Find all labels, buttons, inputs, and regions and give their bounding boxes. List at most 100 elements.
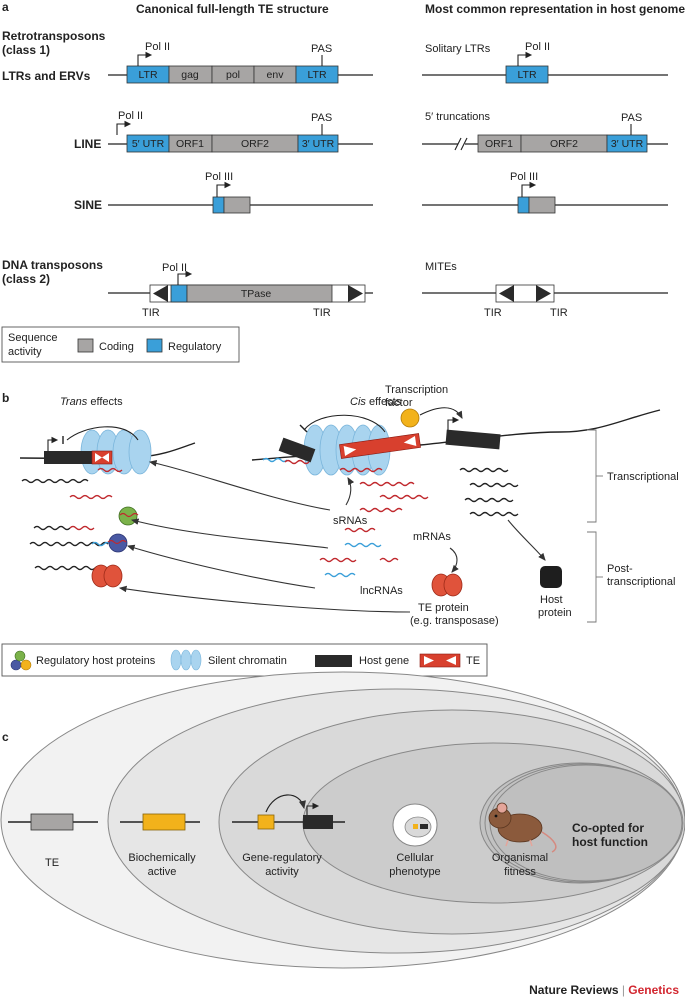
panel-c-label: c bbox=[2, 730, 9, 744]
ltr-segment-right bbox=[295, 65, 339, 84]
trunc-orf1-text: ORF1 bbox=[485, 138, 513, 150]
host-protein-label-1: Host bbox=[540, 594, 563, 606]
mouse-icon bbox=[488, 802, 557, 853]
level-generegulatory-label-2: activity bbox=[265, 866, 299, 878]
sine-right-pol3-label: Pol III bbox=[510, 171, 538, 183]
host-gene-cis-left bbox=[278, 437, 316, 463]
sine-right-coding bbox=[528, 196, 556, 214]
sine-pol3-arrow bbox=[216, 181, 232, 197]
host-gene-left bbox=[44, 451, 92, 464]
line-orf1-text: ORF1 bbox=[176, 138, 204, 150]
legend-reg-protein-icon bbox=[10, 659, 22, 671]
legend-te-icon bbox=[419, 653, 461, 668]
ltr-erv-label: LTRs and ERVs bbox=[2, 69, 91, 83]
legend-reg-proteins: Regulatory host proteins bbox=[36, 655, 156, 667]
regulatory-swatch bbox=[146, 338, 163, 353]
sine-coding-segment bbox=[223, 196, 251, 214]
trans-target-locus bbox=[19, 426, 196, 588]
post-transcriptional-label-2: transcriptional bbox=[607, 576, 675, 588]
level-te-label: TE bbox=[45, 857, 59, 869]
break-mark bbox=[454, 137, 462, 151]
tir-left-label: TIR bbox=[142, 307, 160, 319]
pol-text: pol bbox=[226, 69, 240, 81]
ltr-pas-label: PAS bbox=[311, 43, 332, 55]
ltr-erv-row: LTRs and ERVs LTR gag pol env LTR Pol II… bbox=[2, 41, 668, 84]
legend-silent-chromatin: Silent chromatin bbox=[208, 655, 287, 667]
mite-tir-left bbox=[499, 285, 514, 302]
journal-footer: Nature Reviews | Genetics bbox=[529, 983, 679, 997]
line-row: LINE 5′ UTR ORF1 ORF2 3′ UTR Pol II PAS … bbox=[74, 110, 668, 153]
trunc-pas-label: PAS bbox=[621, 112, 642, 124]
panel-a-label: a bbox=[2, 0, 9, 14]
level-biochem-label-2: active bbox=[148, 866, 177, 878]
mites-title: MITEs bbox=[425, 261, 457, 273]
dna-regulatory-segment bbox=[170, 284, 188, 303]
line-orf2-text: ORF2 bbox=[241, 138, 269, 150]
line-3utr-text: 3′ UTR bbox=[302, 138, 335, 150]
tpase-text: TPase bbox=[241, 288, 272, 300]
line-5utr-text: 5′ UTR bbox=[132, 138, 165, 150]
header-canonical: Canonical full-length TE structure bbox=[136, 2, 329, 16]
level-generegulatory-label-1: Gene-regulatory bbox=[242, 852, 322, 864]
biochem-element-icon bbox=[142, 813, 186, 831]
host-protein-label-2: protein bbox=[538, 607, 572, 619]
host-protein bbox=[540, 566, 562, 588]
solitary-ltr-title: Solitary LTRs bbox=[425, 43, 491, 55]
level-cellular-label-1: Cellular bbox=[396, 852, 434, 864]
truncation-title: 5′ truncations bbox=[425, 111, 491, 123]
sine-regulatory-segment bbox=[212, 196, 225, 214]
te-cis bbox=[339, 433, 421, 459]
panel-b-legend: Regulatory host proteins Silent chromati… bbox=[1, 643, 488, 677]
post-transcriptional-label-1: Post- bbox=[607, 563, 633, 575]
mite-tir-right-label: TIR bbox=[550, 307, 568, 319]
sine-pol3-label: Pol III bbox=[205, 171, 233, 183]
legend-coding: Coding bbox=[99, 341, 134, 353]
tpase-segment bbox=[186, 284, 333, 303]
tir-left-triangle bbox=[153, 285, 168, 302]
panel-b-label: b bbox=[2, 391, 9, 405]
solitary-pol2-label: Pol II bbox=[525, 41, 550, 53]
line-3utr-segment bbox=[297, 134, 339, 153]
ltr-pol2-label: Pol II bbox=[145, 41, 170, 53]
mrnas-label: mRNAs bbox=[413, 531, 451, 543]
env-text: env bbox=[267, 69, 285, 81]
class1-title: Retrotransposons bbox=[2, 29, 106, 43]
line-label: LINE bbox=[74, 137, 101, 151]
mite-tir-left-label: TIR bbox=[484, 307, 502, 319]
class2-title: DNA transposons bbox=[2, 258, 103, 272]
lncrnas-label: lncRNAs bbox=[360, 585, 403, 597]
trans-transcript bbox=[21, 478, 89, 484]
header-host-genomes: Most common representation in host genom… bbox=[425, 2, 685, 16]
solitary-ltr-text: LTR bbox=[517, 69, 536, 81]
trunc-3utr-text: 3′ UTR bbox=[611, 138, 644, 150]
sequence-activity-legend: Sequence activity Coding Regulatory bbox=[1, 326, 240, 363]
panel-c: c TE Biochemically active Gene-regulator… bbox=[0, 671, 685, 969]
te-protein-label-2: (e.g. transposase) bbox=[410, 615, 499, 627]
trunc-3utr-segment bbox=[606, 134, 648, 153]
legend-host-gene: Host gene bbox=[359, 655, 409, 667]
trunc-orf2-text: ORF2 bbox=[550, 138, 578, 150]
mite-tir-right bbox=[536, 285, 551, 302]
trans-effects-title: Trans effects bbox=[60, 396, 123, 408]
host-gene-cis-right bbox=[445, 429, 501, 450]
sine-right-regulatory bbox=[517, 196, 530, 214]
dna-transposon-row: TPase Pol II TIR TIR MITEs TIR TIR bbox=[108, 261, 668, 319]
tf-label-2: factor bbox=[385, 397, 413, 409]
transcriptional-label: Transcriptional bbox=[607, 471, 679, 483]
cis-locus: Transcription factor sRNAs mRNAs lncRNAs bbox=[118, 384, 661, 627]
coopted-label-2: host function bbox=[572, 835, 648, 849]
solitary-ltr-segment bbox=[505, 65, 549, 84]
legend-te: TE bbox=[466, 655, 480, 667]
solitary-pol2-arrow bbox=[517, 51, 533, 66]
ltr-left-text: LTR bbox=[138, 69, 157, 81]
legend-title-1: Sequence bbox=[8, 332, 58, 344]
target-gene-icon bbox=[303, 815, 333, 829]
coding-swatch bbox=[77, 338, 94, 353]
legend-chromatin-icon bbox=[170, 649, 182, 671]
legend-title-2: activity bbox=[8, 346, 42, 358]
coopted-label-1: Co-opted for bbox=[572, 821, 644, 835]
ltr-right-text: LTR bbox=[307, 69, 326, 81]
dna-pol2-arrow bbox=[177, 270, 193, 285]
legend-host-gene-icon bbox=[315, 655, 352, 667]
